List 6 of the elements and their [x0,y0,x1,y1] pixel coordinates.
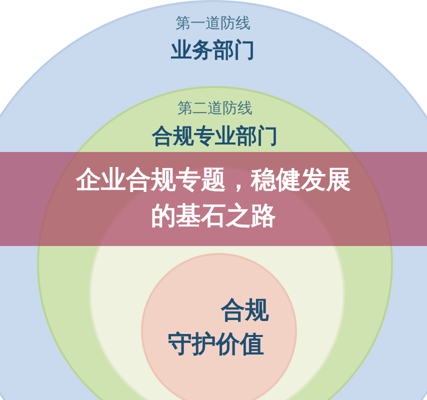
title: 企业合规专题，稳健发展的基石之路 [74,164,352,232]
zone-heading: 业务部门 [170,37,256,64]
zone-label: 第一道防线 [174,14,252,33]
zone-label: 第二道防线 [176,99,254,118]
zone-heading: 合规专业部门 [150,123,279,150]
zone-heading: 合规守护价值 [168,295,270,360]
